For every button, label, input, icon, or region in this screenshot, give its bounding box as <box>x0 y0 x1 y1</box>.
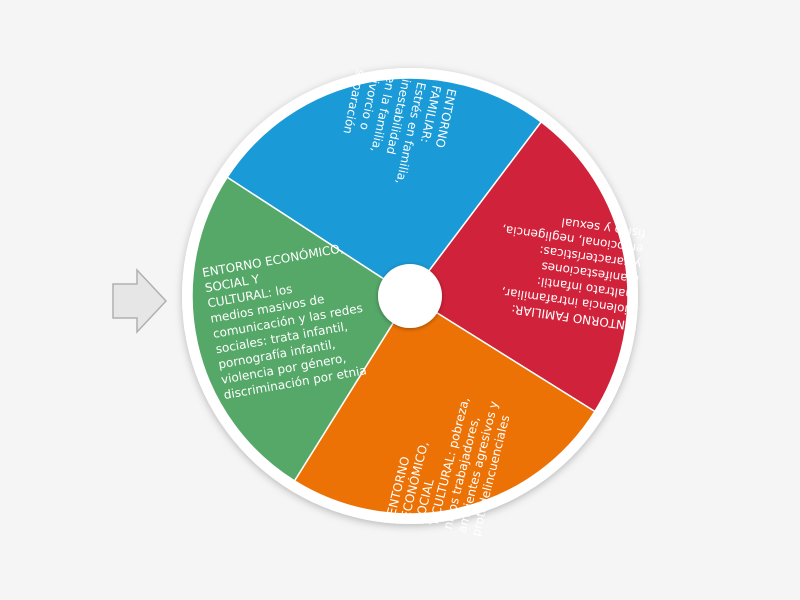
segment-entorno-familiar-violencia[interactable] <box>408 120 629 413</box>
arrow-right-icon <box>112 268 168 334</box>
segment-entorno-economico-medios[interactable] <box>191 176 412 482</box>
wheel-hub[interactable] <box>378 264 442 328</box>
segment-entorno-familiar-estres[interactable] <box>226 77 543 298</box>
wheel-segments <box>191 77 629 515</box>
segment-entorno-economico-pobreza[interactable] <box>293 294 596 515</box>
